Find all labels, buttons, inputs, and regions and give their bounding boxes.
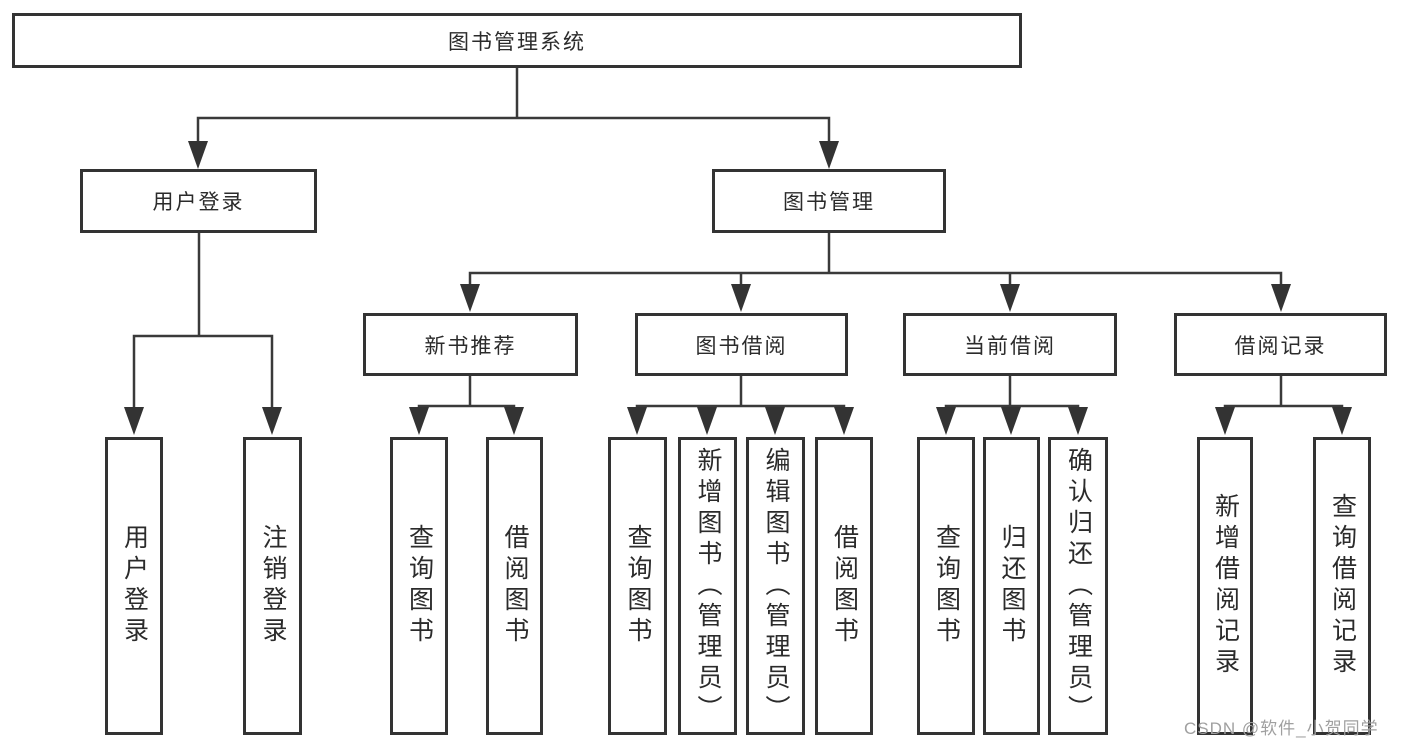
leaf-query-books-current: 查询图书 [917,437,975,735]
node-label: 查询图书 [932,524,961,648]
leaf-return-books: 归还图书 [983,437,1040,735]
node-label: 借阅记录 [1234,334,1327,358]
watermark: CSDN @软件_小贺同学 [1184,719,1379,738]
node-label: 当前借阅 [964,334,1056,358]
node-label: 用户登录 [152,191,245,214]
leaf-user-login: 用户登录 [105,437,163,735]
node-label: 查询图书 [405,524,434,648]
node-borrowing-records: 借阅记录 [1174,313,1387,376]
node-label: 归还图书 [998,524,1026,648]
node-label: 图书管理 [783,191,875,214]
node-new-book-recommend: 新书推荐 [363,313,578,376]
leaf-borrow-books-recommend: 借阅图书 [486,437,543,735]
node-user-login: 用户登录 [80,169,317,233]
node-book-borrowing: 图书借阅 [635,313,848,376]
node-label: 新书推荐 [424,334,517,358]
node-label: 用户登录 [120,524,149,648]
node-label: 图书管理系统 [448,30,586,54]
leaf-add-borrow-record: 新增借阅记录 [1197,437,1253,735]
node-book-management: 图书管理 [712,169,946,233]
node-label: 新增借阅记录 [1211,493,1240,679]
node-label: 查询图书 [624,524,652,648]
arrowhead-icons [124,141,1352,435]
leaf-borrow-books: 借阅图书 [815,437,873,735]
node-label: 确认归还（管理员） [1064,446,1093,726]
leaf-query-books-recommend: 查询图书 [390,437,448,735]
leaf-logout: 注销登录 [243,437,302,735]
leaf-query-books-borrowing: 查询图书 [608,437,667,735]
node-label: 注销登录 [259,524,287,648]
leaf-query-borrow-record: 查询借阅记录 [1313,437,1371,735]
node-label: 编辑图书（管理员） [762,446,790,726]
leaf-add-books-admin: 新增图书（管理员） [678,437,737,735]
leaf-confirm-return-admin: 确认归还（管理员） [1048,437,1108,735]
node-label: 借阅图书 [501,524,529,648]
node-label: 借阅图书 [830,524,859,648]
leaf-edit-books-admin: 编辑图书（管理员） [746,437,805,735]
node-label: 查询借阅记录 [1328,493,1357,679]
node-book-management-system: 图书管理系统 [12,13,1022,68]
node-label: 新增图书（管理员） [694,446,722,726]
node-current-borrowing: 当前借阅 [903,313,1117,376]
node-label: 图书借阅 [695,334,788,358]
